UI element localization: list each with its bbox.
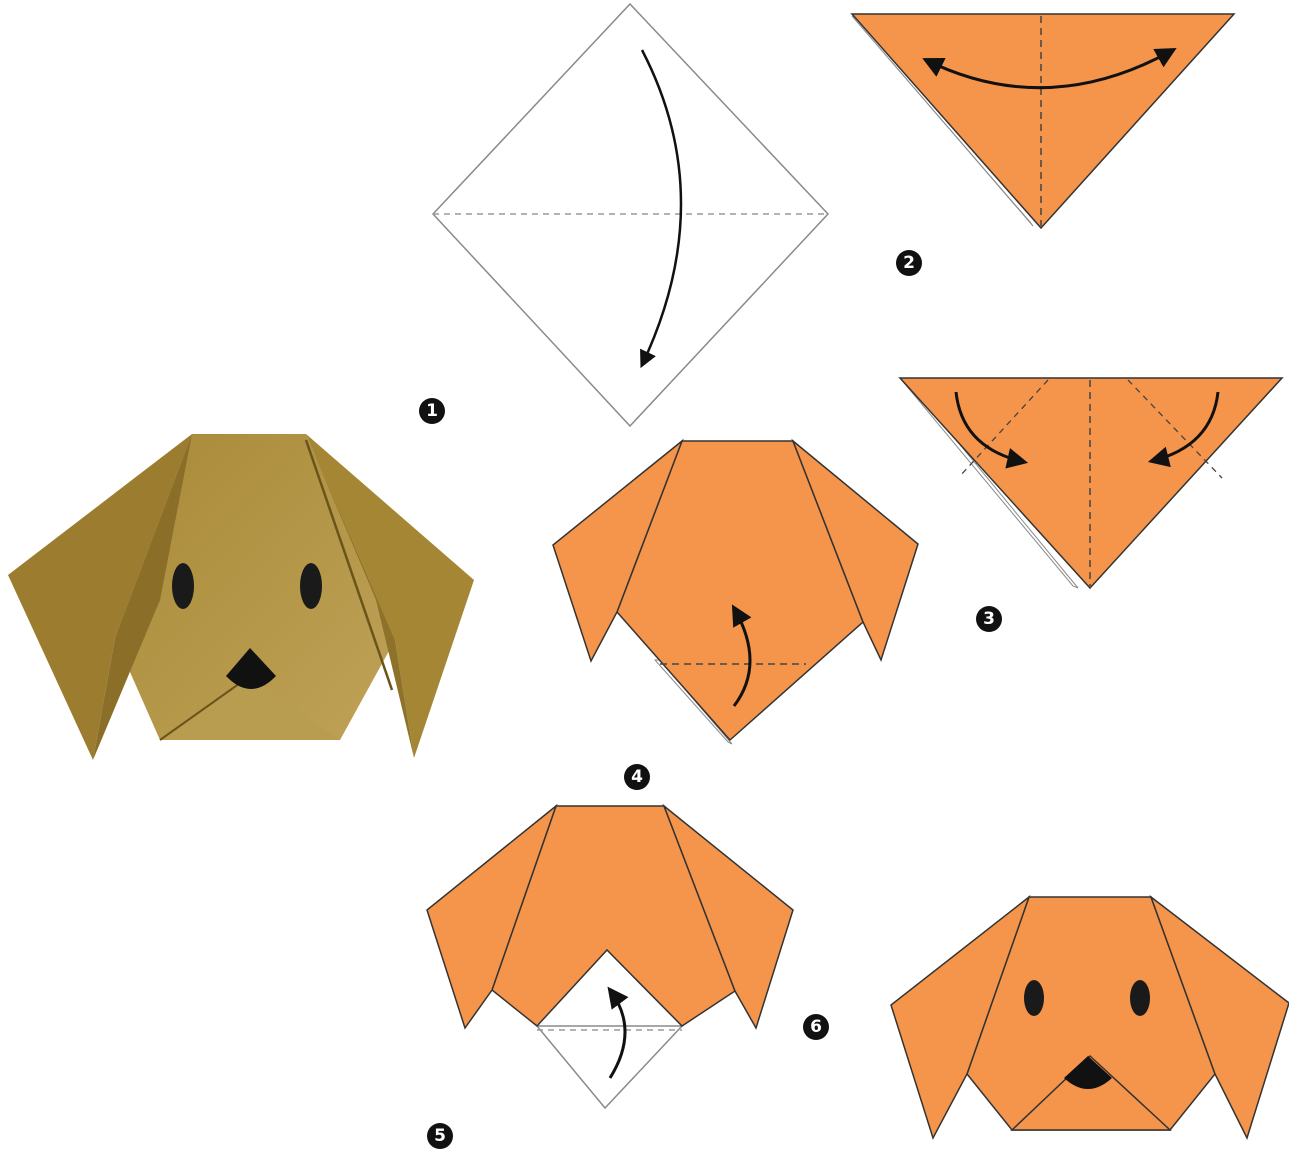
step-6-badge: 6 (803, 1014, 829, 1040)
left-eye (1024, 980, 1044, 1016)
step-2-badge: 2 (896, 250, 922, 276)
step-5-badge: 5 (427, 1123, 453, 1149)
step-3-diagram (900, 378, 1282, 588)
orange-triangle (852, 14, 1234, 228)
paper-square (433, 4, 828, 426)
orange-triangle (900, 378, 1282, 588)
white-flap (537, 1026, 682, 1108)
photo-left-eye (172, 563, 194, 609)
step-4-diagram (553, 441, 918, 744)
step-1-badge: 1 (419, 398, 445, 424)
step-3-badge: 3 (976, 606, 1002, 632)
step-5-diagram (427, 806, 793, 1108)
photo-right-eye (300, 563, 322, 609)
finished-dog-photo (8, 434, 474, 760)
step-2-diagram (852, 14, 1234, 228)
step-4-badge: 4 (624, 764, 650, 790)
step-1-diagram (433, 4, 828, 426)
right-eye (1130, 980, 1150, 1016)
step-6-diagram (891, 897, 1289, 1138)
